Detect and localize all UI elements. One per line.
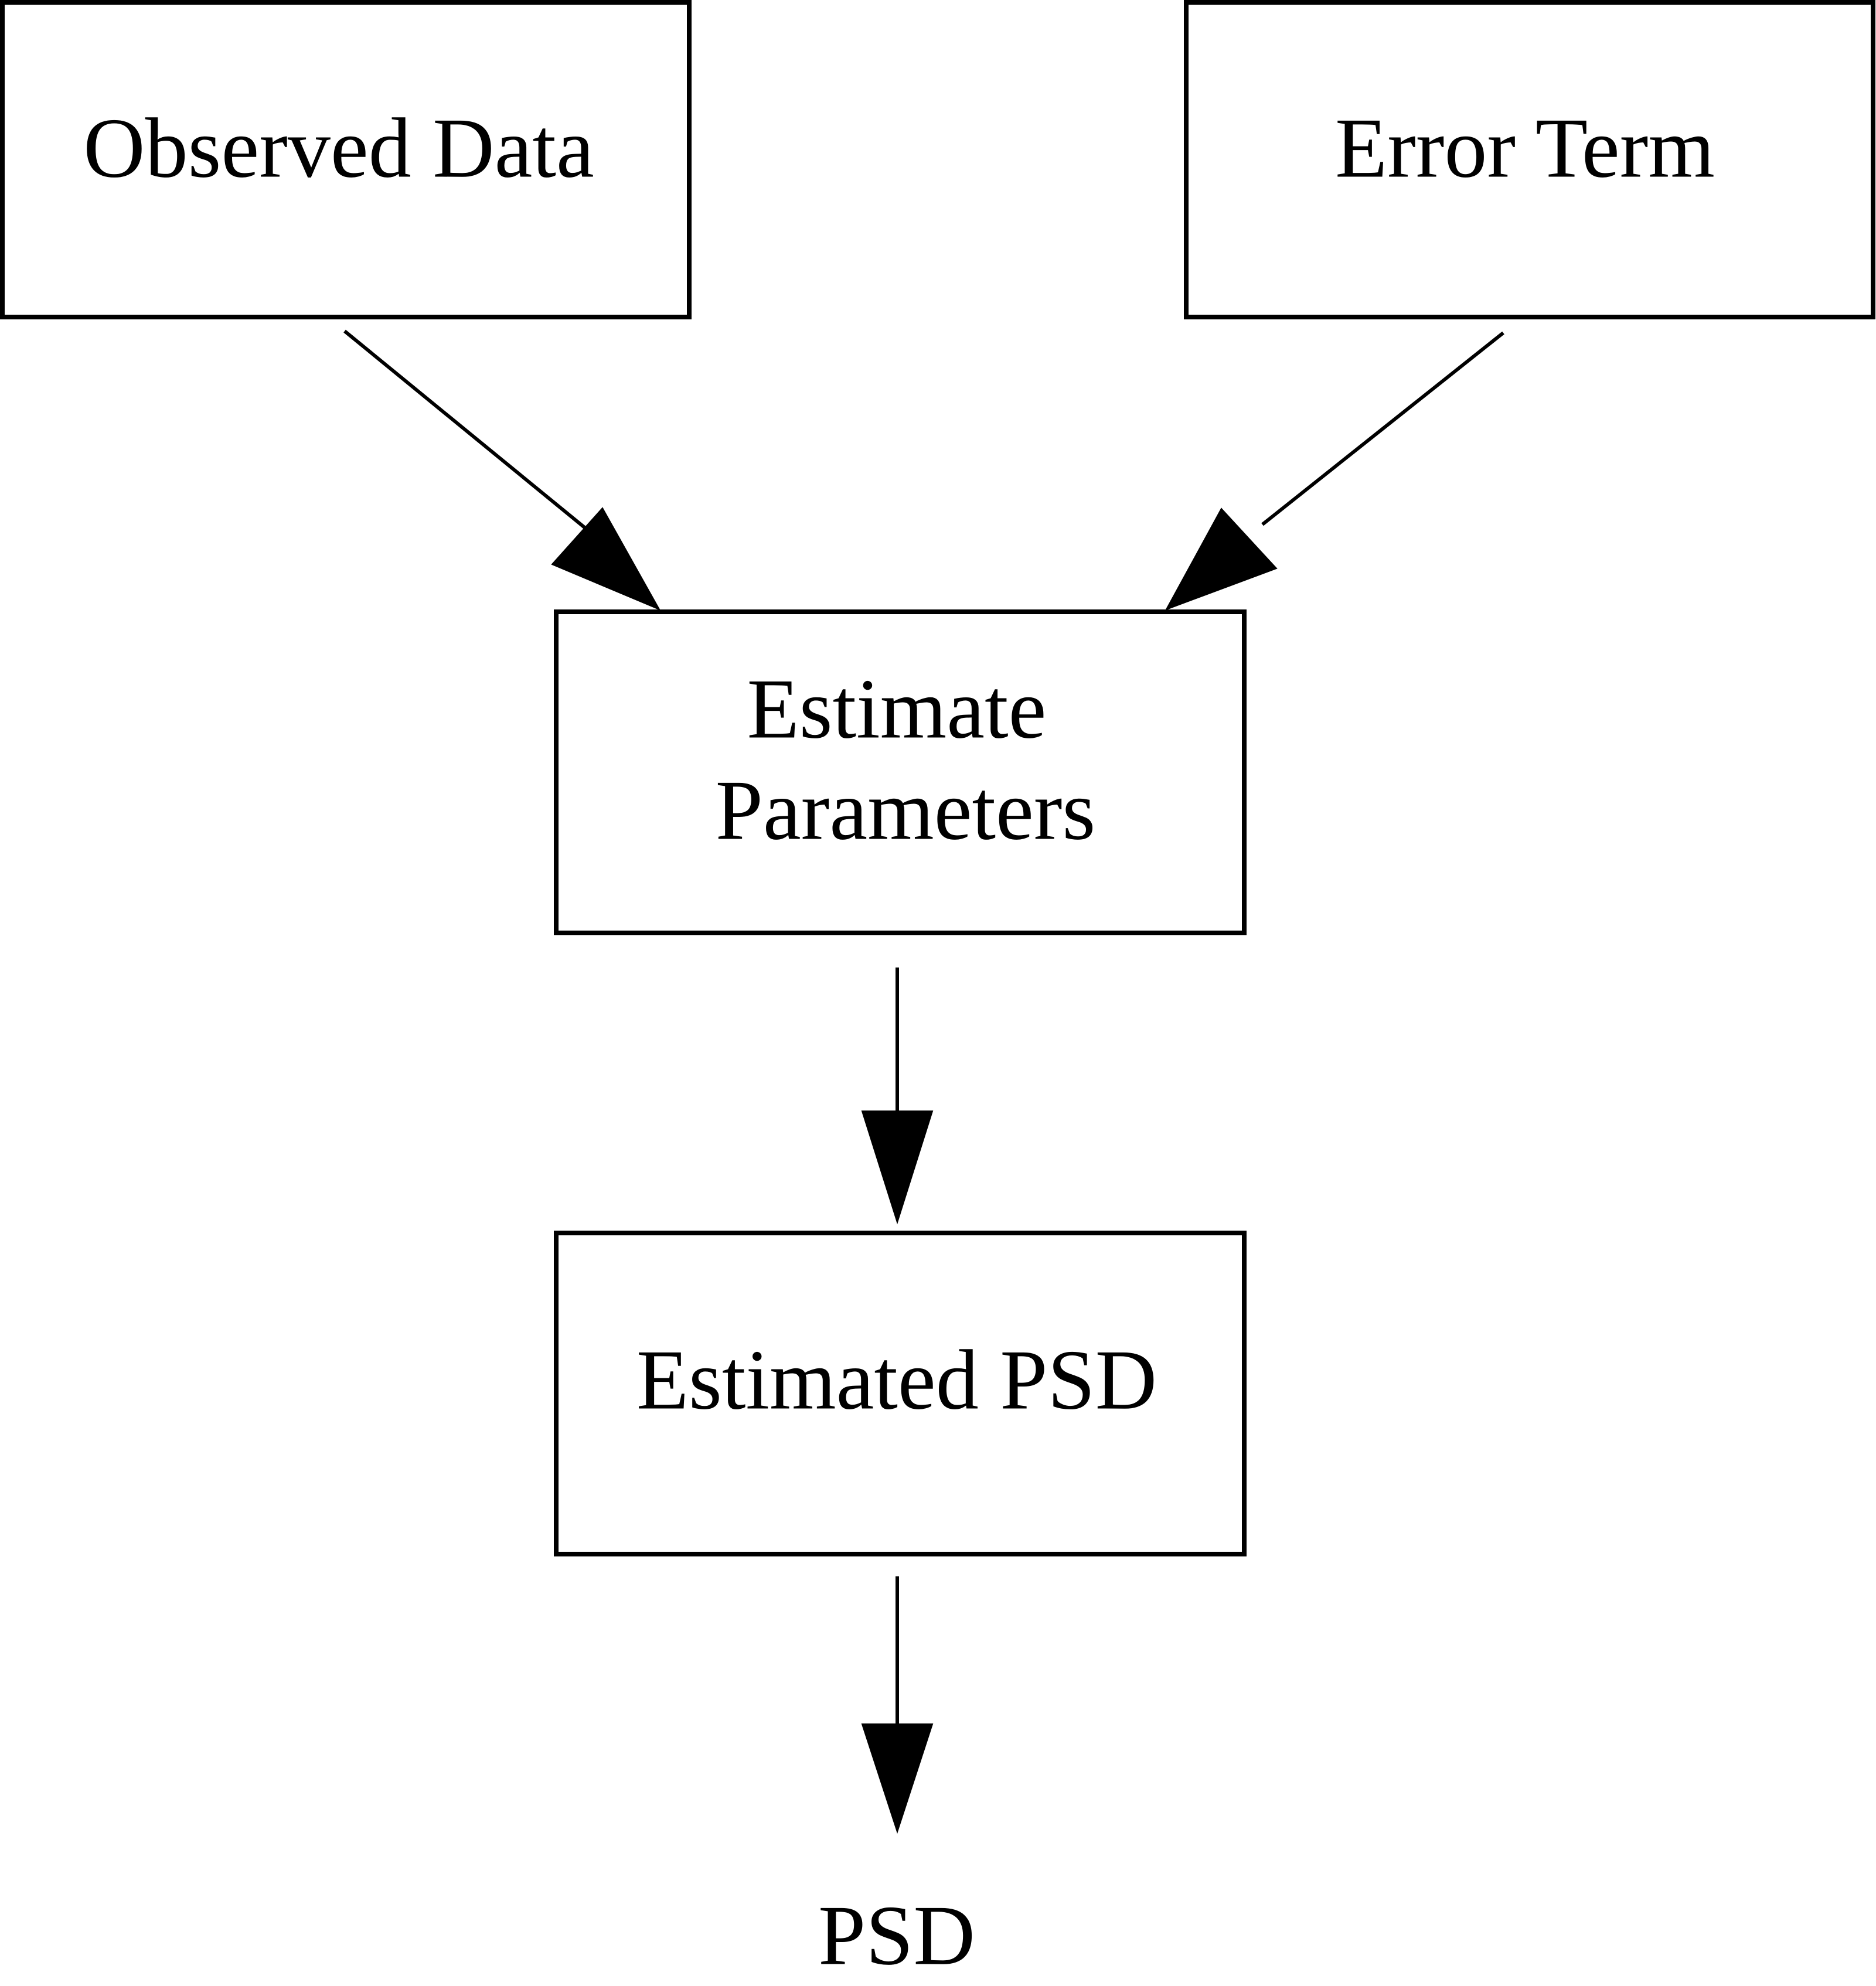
node-observed-data-box <box>0 0 692 319</box>
edge-error-term-to-estimate-parameters <box>1165 331 1504 611</box>
edge-observed-data-to-estimate-parameters <box>343 329 661 611</box>
node-estimate-parameters-label-line2: Parameters <box>716 763 1096 858</box>
edge-observed-data-line <box>343 329 588 531</box>
edge-estimate-parameters-to-estimated-psd <box>861 968 934 1225</box>
edge-error-term-arrowhead <box>1165 507 1278 611</box>
node-estimated-psd: Estimated PSD <box>554 1231 1247 1556</box>
node-estimated-psd-label: Estimated PSD <box>636 1333 1157 1428</box>
node-error-term: Error Term <box>1184 0 1875 319</box>
node-observed-data-label: Observed Data <box>83 101 594 196</box>
node-error-term-label: Error Term <box>1335 101 1715 196</box>
node-estimated-psd-box <box>554 1231 1247 1556</box>
edge-estimated-psd-arrowhead <box>861 1723 934 1834</box>
node-error-term-box <box>1184 0 1875 319</box>
edge-observed-data-arrowhead <box>551 507 661 611</box>
node-observed-data: Observed Data <box>0 0 692 319</box>
node-estimate-parameters-label-line1: Estimate <box>747 662 1047 757</box>
edge-error-term-line <box>1261 331 1504 526</box>
edge-estimated-psd-to-psd <box>861 1576 934 1834</box>
edge-estimate-parameters-arrowhead <box>861 1110 934 1225</box>
node-estimate-parameters-box <box>554 609 1247 935</box>
node-estimate-parameters: Estimate Parameters <box>554 609 1247 935</box>
node-psd-label: PSD <box>818 1888 975 1983</box>
